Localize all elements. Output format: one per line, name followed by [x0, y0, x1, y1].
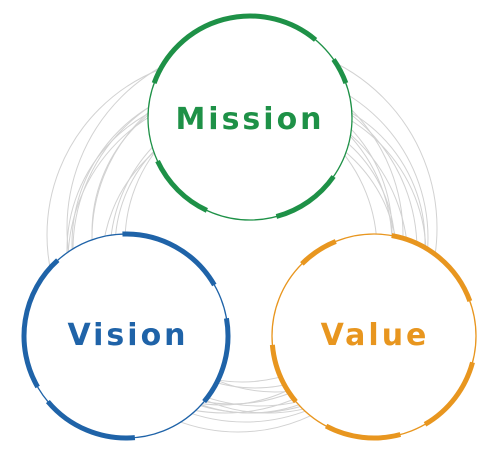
mission-circle-group: Mission [147, 13, 353, 221]
value-label: Value [321, 318, 430, 353]
arc-segment [391, 233, 473, 302]
arc-segment [269, 344, 298, 404]
value-arcs [269, 233, 475, 441]
mission-label: Mission [175, 102, 324, 137]
arc-segment [423, 361, 475, 427]
vision-label: Vision [67, 318, 188, 353]
arc-segment [331, 58, 349, 85]
arc-segment [275, 175, 336, 219]
arc-segment [300, 239, 337, 266]
arc-segment [151, 13, 318, 84]
vision-arcs [21, 231, 231, 441]
arc-segment [324, 423, 402, 441]
value-circle-group: Value [269, 233, 477, 441]
arc-segment [122, 231, 217, 287]
arc-segment [202, 317, 231, 404]
arc-segment [45, 399, 136, 441]
mission-arcs [151, 13, 349, 219]
arc-segment [21, 258, 60, 389]
arc-segment [155, 160, 208, 213]
vision-circle-group: Vision [21, 231, 231, 441]
